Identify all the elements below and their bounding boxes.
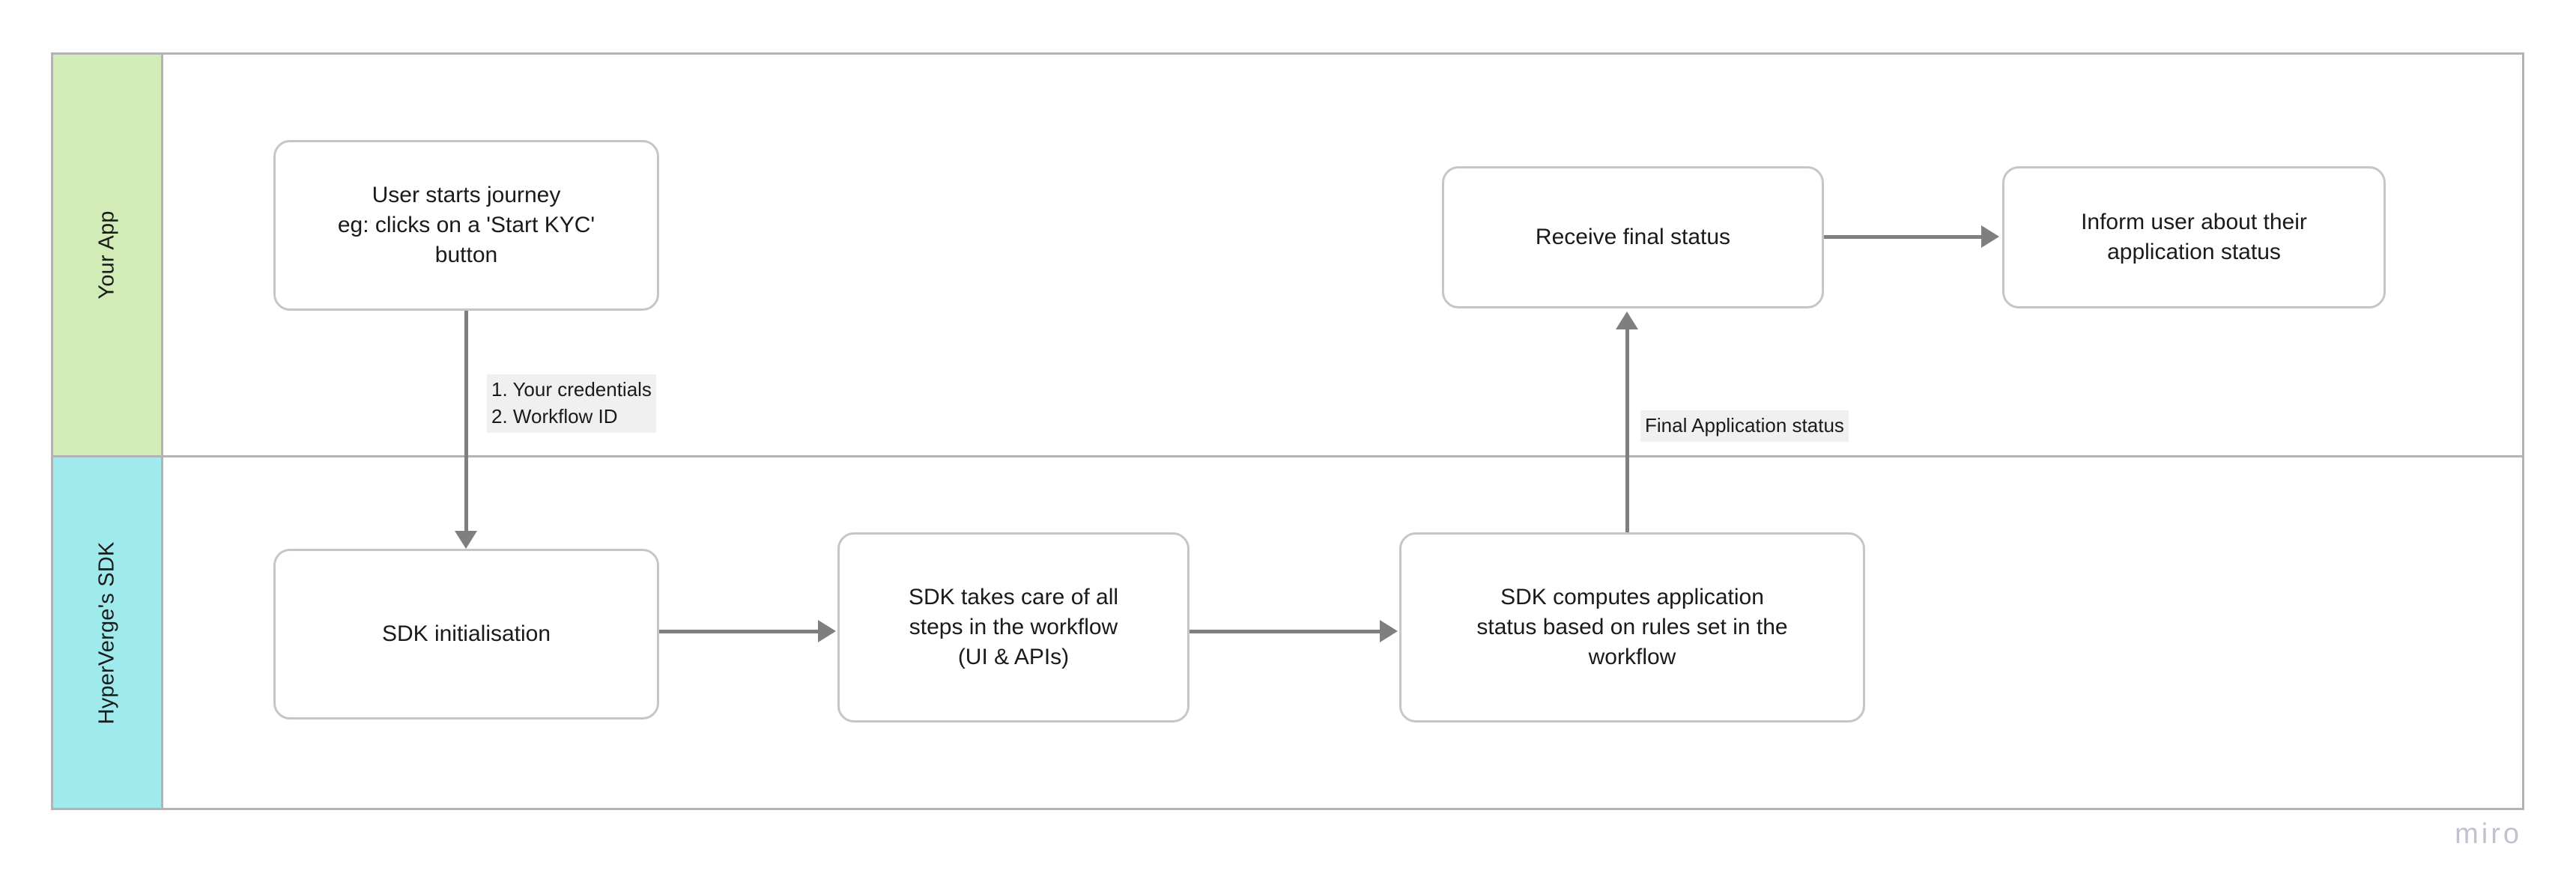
lane-your-app: Your App [53, 55, 2522, 455]
lane-hyperverge-sdk: HyperVerge's SDK [53, 455, 2522, 808]
node-sdk-takes-care-of-steps[interactable]: SDK takes care of all steps in the workf… [837, 532, 1189, 723]
node-user-starts-journey[interactable]: User starts journey eg: clicks on a 'Sta… [273, 140, 659, 311]
arrow-head-right-icon [1380, 620, 1398, 642]
lane-header-hyperverge-sdk[interactable]: HyperVerge's SDK [53, 457, 163, 808]
node-sdk-computes-status[interactable]: SDK computes application status based on… [1399, 532, 1865, 723]
node-label: Receive final status [1535, 224, 1731, 249]
node-inform-user[interactable]: Inform user about their application stat… [2002, 166, 2386, 308]
miro-watermark: miro [2455, 818, 2522, 850]
connector-line-horizontal [659, 630, 821, 633]
arrow-head-down-icon [455, 531, 477, 549]
connector-line-horizontal [1824, 235, 1983, 239]
edge-label-credentials: 1. Your credentials 2. Workflow ID [487, 374, 656, 433]
lane-label-hyperverge-sdk: HyperVerge's SDK [94, 541, 119, 725]
arrow-head-right-icon [818, 620, 836, 642]
node-label: SDK initialisation [381, 621, 551, 646]
node-receive-final-status[interactable]: Receive final status [1442, 166, 1824, 308]
lane-header-your-app[interactable]: Your App [53, 55, 163, 455]
lane-label-your-app: Your App [94, 210, 119, 299]
node-label: User starts journey eg: clicks on a 'Sta… [337, 182, 595, 268]
edge-label-final-application-status: Final Application status [1640, 410, 1849, 442]
connector-line-vertical [1625, 329, 1629, 533]
arrow-head-right-icon [1981, 225, 1999, 248]
node-label: SDK computes application status based on… [1476, 584, 1788, 670]
connector-line-vertical [464, 311, 468, 535]
node-sdk-initialisation[interactable]: SDK initialisation [273, 549, 659, 720]
connector-line-horizontal [1189, 630, 1381, 633]
arrow-head-up-icon [1616, 311, 1638, 329]
node-label: Inform user about their application stat… [2081, 209, 2307, 264]
node-label: SDK takes care of all steps in the workf… [908, 584, 1119, 670]
